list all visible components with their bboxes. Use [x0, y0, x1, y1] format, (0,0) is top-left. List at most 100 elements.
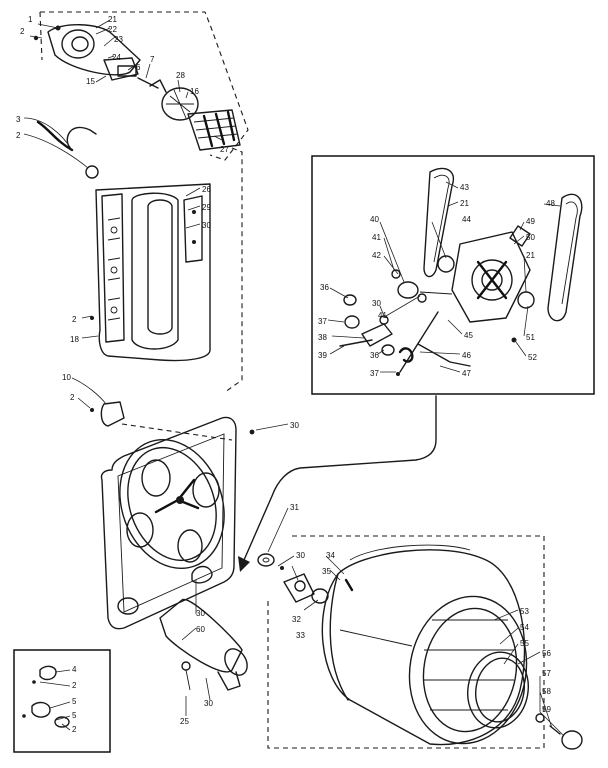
- motor-fastener-stem: [185, 669, 191, 691]
- bulkhead-spokes: [154, 478, 200, 514]
- callout-38: 38: [318, 333, 327, 342]
- inset-screw-b: [22, 714, 26, 718]
- roller-59: [561, 730, 583, 750]
- callout-24: 24: [112, 53, 121, 62]
- drum-front-rim: [408, 595, 528, 745]
- drum-rear-rim: [329, 573, 349, 701]
- callout-41b: 41: [378, 311, 387, 320]
- igniter-ring: [61, 29, 95, 59]
- bulkhead-panel: [100, 416, 237, 630]
- motor-end-cap: [224, 648, 248, 676]
- callout-37a: 37: [318, 317, 327, 326]
- chamber-louvers: [107, 217, 121, 321]
- callout-59: 59: [542, 705, 551, 714]
- chamber-shroud-inner: [147, 199, 173, 335]
- washer-42: [391, 269, 401, 279]
- callout-2b: 2: [16, 131, 21, 140]
- spacer-36b: [381, 344, 395, 356]
- part-10-group: [90, 401, 233, 441]
- rod-end-37b: [396, 372, 400, 376]
- callout-28: 28: [176, 71, 185, 80]
- screw-57: [535, 713, 545, 723]
- callout-36a: 36: [320, 283, 329, 292]
- pulley-40: [397, 281, 419, 299]
- motor-clip: [217, 671, 241, 691]
- idler-wheel-44: [437, 255, 455, 273]
- callout-53: 53: [520, 607, 529, 616]
- gas-hose: [66, 126, 97, 151]
- callout-26: 26: [202, 185, 211, 194]
- drum-seal-ring-54: [467, 651, 529, 729]
- callout-36b: 36: [370, 351, 379, 360]
- callout-47: 47: [462, 369, 471, 378]
- inset-screw-a: [32, 680, 36, 684]
- idler-pulley-hub: [481, 269, 503, 291]
- callout-2a: 2: [20, 27, 25, 36]
- callout-labels: 1 21 22 2 23 24 15 6 7 28 16 27 3 2 26 2…: [16, 15, 555, 734]
- callout-50: 50: [526, 233, 535, 242]
- callout-23: 23: [114, 35, 123, 44]
- callout-21c: 21: [526, 251, 535, 260]
- idler-link-47: [417, 343, 471, 367]
- callout-48: 48: [546, 199, 555, 208]
- drum-front-ribs: [424, 619, 514, 711]
- burner-tube-cluster: [187, 109, 241, 151]
- valve-pipe: [137, 77, 159, 89]
- callout-55: 55: [520, 639, 529, 648]
- callout-2e: 2: [72, 681, 77, 690]
- callout-33: 33: [296, 631, 305, 640]
- callout-45: 45: [464, 331, 473, 340]
- drum-belt-track: [349, 544, 471, 561]
- callout-57: 57: [542, 669, 551, 678]
- motor-body: [159, 599, 243, 673]
- inset-box-small-parts: [13, 649, 111, 753]
- drive-belt-48: [547, 193, 583, 322]
- idler-arm-38: [361, 323, 393, 347]
- chamber-screw-c: [90, 316, 94, 320]
- valve-coil: [117, 65, 137, 77]
- callout-2c: 2: [72, 315, 77, 324]
- inset-box-drive: [311, 155, 595, 395]
- burner-tube-slots: [202, 110, 236, 148]
- hose-fitting: [85, 165, 99, 179]
- chamber-hole-3: [110, 306, 118, 314]
- leader-lines: [23, 19, 565, 737]
- drive-belt-48-inner: [561, 201, 578, 305]
- callout-7: 7: [150, 55, 155, 64]
- callout-30d: 30: [196, 609, 205, 618]
- callout-31: 31: [290, 503, 299, 512]
- callout-2d: 2: [70, 393, 75, 402]
- callout-30b: 30: [290, 421, 299, 430]
- rear-bulkhead: [100, 416, 255, 630]
- callout-25: 25: [180, 717, 189, 726]
- drum-group-outline: [267, 535, 545, 749]
- bulkhead-vent-4: [177, 529, 203, 563]
- tension-rod-45: [399, 311, 439, 373]
- callout-58: 58: [542, 687, 551, 696]
- inset-part-5a: [31, 701, 51, 718]
- burner-tube-lines: [193, 117, 239, 139]
- callout-21b: 21: [460, 199, 469, 208]
- drive-belt-43-inner: [433, 174, 450, 263]
- heater-assembly: [36, 120, 243, 393]
- drum-seal-ring-55: [475, 657, 525, 723]
- bulkhead-lower-hole: [117, 597, 139, 615]
- callout-56: 56: [542, 649, 551, 658]
- chamber-bracket-right: [183, 195, 203, 263]
- clip-dashed-link: [121, 423, 233, 441]
- callout-35: 35: [322, 567, 331, 576]
- callout-30a: 30: [202, 221, 211, 230]
- washer-31-hole: [262, 557, 270, 563]
- washer-41: [417, 293, 427, 303]
- combustion-chamber: [95, 183, 211, 362]
- shaft-39: [339, 339, 373, 347]
- valve-body: [103, 57, 139, 81]
- gas-hose-inlet: [36, 120, 74, 152]
- callout-60: 60: [196, 625, 205, 634]
- chamber-screw-b: [192, 240, 196, 244]
- motor-mount-plate: [451, 231, 531, 323]
- bulkhead-drum-seal-inner: [127, 446, 217, 562]
- callout-16: 16: [190, 87, 199, 96]
- callout-40: 40: [370, 215, 379, 224]
- washer-31: [257, 553, 275, 567]
